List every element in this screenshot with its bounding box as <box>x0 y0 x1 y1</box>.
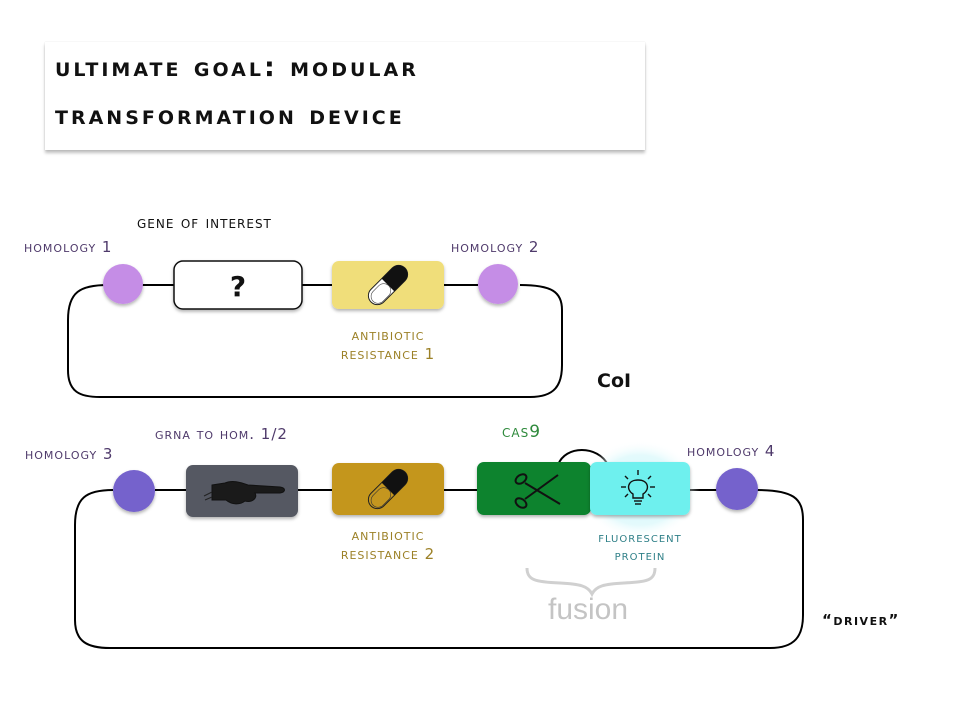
antibiotic-resistance-1-box <box>332 261 444 309</box>
fluorescent-protein-label: Fluorescent Protein <box>580 529 700 565</box>
coi-plasmid-name: CoI <box>597 370 632 392</box>
question-mark-icon: ? <box>230 270 246 303</box>
homology-2-node <box>478 264 518 304</box>
title-line-2: transformation device <box>55 100 405 131</box>
gene-of-interest-label: Gene of interest <box>137 213 272 233</box>
homology-3-node <box>113 470 155 512</box>
title-line-1: Ultimate goal: modular <box>55 52 419 83</box>
fusion-brace <box>525 567 657 598</box>
lightbulb-icon <box>621 470 655 505</box>
title-card: Ultimate goal: modular transformation de… <box>45 42 645 150</box>
cas9-box <box>477 462 591 515</box>
antibiotic-resistance-1-line1: Antibiotic <box>351 326 425 344</box>
grna-box <box>186 465 298 517</box>
antibiotic-resistance-1-label: Antibiotic Resistance 1 <box>330 326 446 364</box>
scissors-icon <box>514 473 561 509</box>
antibiotic-resistance-2-line1: Antibiotic <box>351 526 425 544</box>
driver-plasmid-name: “driver” <box>822 611 900 629</box>
homology-1-node <box>103 264 143 304</box>
antibiotic-resistance-2-line2: Resistance 2 <box>340 545 436 563</box>
cas9-label: Cas9 <box>502 422 542 442</box>
fluorescent-protein-box <box>590 462 690 515</box>
pointing-hand-icon <box>203 481 285 505</box>
antibiotic-resistance-1-line2: Resistance 1 <box>340 345 436 363</box>
bottom-plasmid-backbone <box>74 449 804 649</box>
fluorescent-protein-line1: Fluorescent <box>598 530 682 546</box>
homology-3-label: Homology 3 <box>25 445 114 463</box>
homology-4-label: Homology 4 <box>687 442 776 460</box>
pill-capsule-icon <box>367 264 409 306</box>
grna-label: gRNA to hom. 1/2 <box>155 425 288 443</box>
antibiotic-resistance-2-box <box>332 463 444 515</box>
homology-1-label: Homology 1 <box>24 238 113 256</box>
fusion-label: fusion <box>548 593 629 626</box>
top-plasmid-backbone <box>67 284 563 398</box>
homology-4-node <box>716 468 758 510</box>
homology-2-label: Homology 2 <box>451 238 540 256</box>
gene-of-interest-box: ? <box>173 260 303 310</box>
pill-capsule-icon <box>367 468 409 510</box>
antibiotic-resistance-2-label: Antibiotic Resistance 2 <box>330 526 446 564</box>
fluorescent-protein-line2: Protein <box>614 548 666 564</box>
